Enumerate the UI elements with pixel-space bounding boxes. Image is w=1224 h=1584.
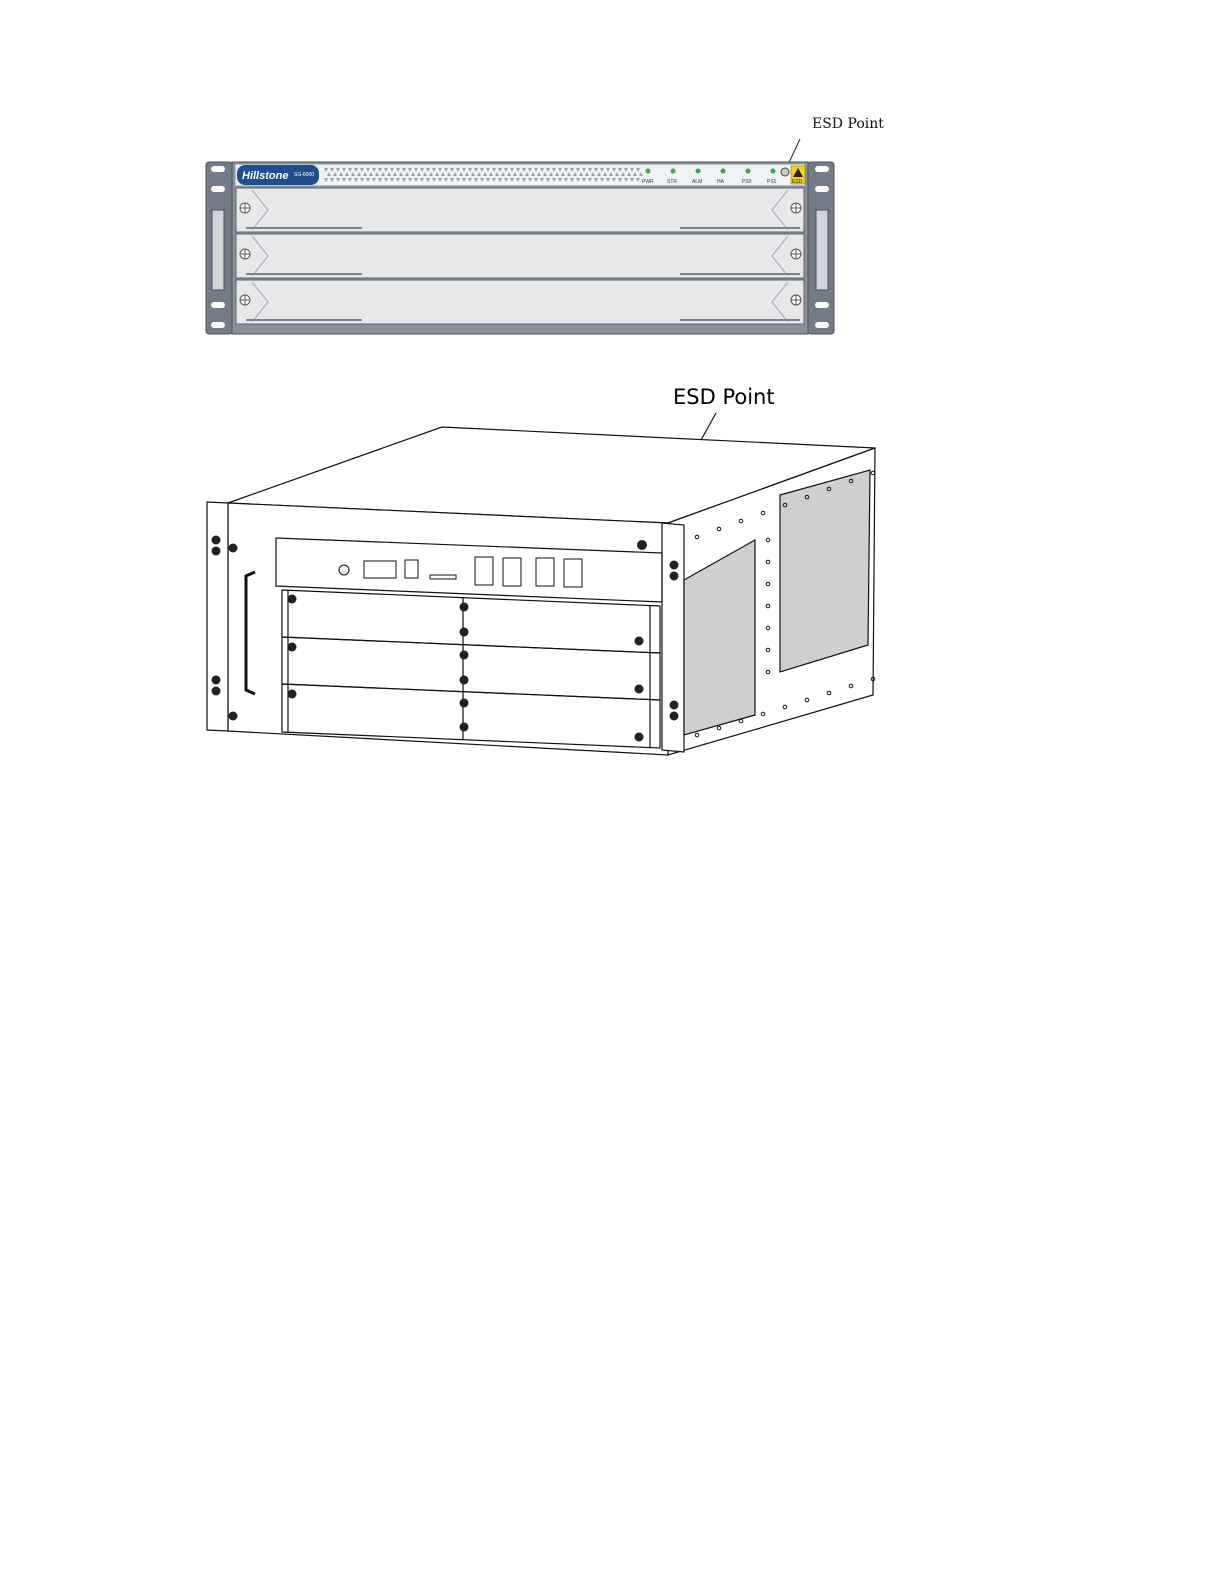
thumbscrew xyxy=(460,651,469,660)
thumbscrew xyxy=(212,547,221,556)
esd-point-iso xyxy=(637,540,647,550)
thumbscrew xyxy=(670,572,679,581)
thumbscrew xyxy=(288,595,297,604)
thumbscrew xyxy=(229,544,238,553)
side-vent-rear xyxy=(780,470,870,672)
thumbscrew xyxy=(670,701,679,710)
thumbscrew xyxy=(635,637,644,646)
thumbscrew xyxy=(212,687,221,696)
thumbscrew xyxy=(229,712,238,721)
thumbscrew xyxy=(460,628,469,637)
thumbscrew xyxy=(670,712,679,721)
thumbscrew xyxy=(635,685,644,694)
chassis-front-frame xyxy=(228,503,668,755)
thumbscrew xyxy=(212,676,221,685)
thumbscrew xyxy=(460,699,469,708)
thumbscrew xyxy=(460,723,469,732)
thumbscrew xyxy=(288,643,297,652)
thumbscrew xyxy=(635,733,644,742)
thumbscrew xyxy=(288,690,297,699)
isometric-chassis-diagram xyxy=(0,0,1224,800)
thumbscrew xyxy=(212,536,221,545)
thumbscrew xyxy=(670,561,679,570)
thumbscrew xyxy=(460,603,469,612)
thumbscrew xyxy=(460,676,469,685)
